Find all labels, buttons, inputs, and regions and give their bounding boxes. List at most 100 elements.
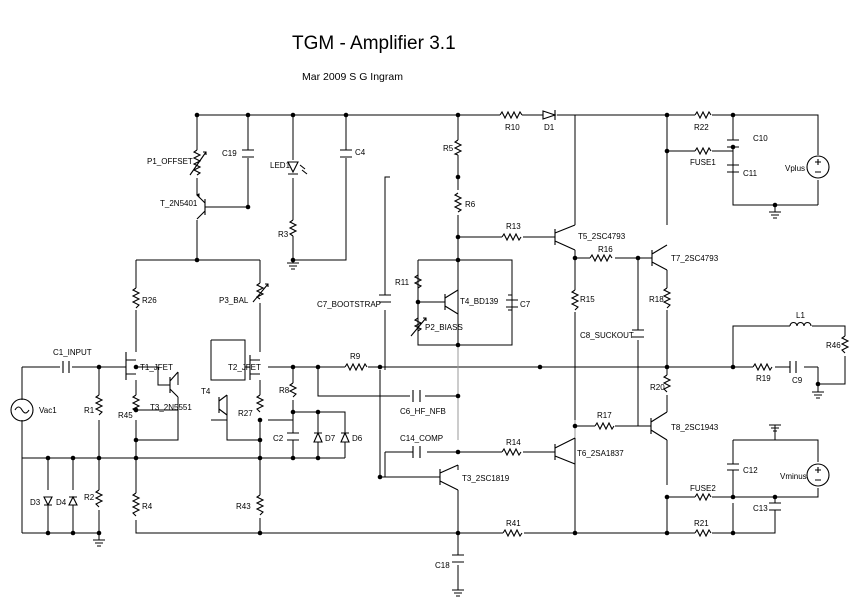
diode-d7 bbox=[313, 431, 323, 443]
diode-d4 bbox=[68, 495, 78, 506]
ground-icon bbox=[769, 211, 781, 219]
capacitor-c12 bbox=[727, 463, 739, 471]
capacitor-c9 bbox=[789, 361, 797, 373]
label-c13: C13 bbox=[753, 504, 768, 513]
label-c19: C19 bbox=[222, 149, 237, 158]
label-r22: R22 bbox=[694, 123, 709, 132]
capacitor-c1-input bbox=[62, 361, 70, 373]
label-t2-jfet: T2_JFET bbox=[228, 363, 261, 372]
label-vminus: Vminus bbox=[780, 472, 807, 481]
label-t6: T6_2SA1837 bbox=[577, 449, 624, 458]
transistor-t3-2n5551 bbox=[169, 371, 179, 398]
resistor-r3 bbox=[288, 219, 298, 237]
diode-d3 bbox=[43, 496, 53, 507]
label-vplus: Vplus bbox=[785, 164, 805, 173]
label-d6: D6 bbox=[352, 434, 363, 443]
resistor-r10 bbox=[499, 110, 523, 120]
voltage-sources bbox=[10, 155, 830, 487]
resistor-r4 bbox=[131, 492, 141, 517]
label-t-2n5401: T_2N5401 bbox=[160, 199, 198, 208]
source-vplus bbox=[806, 155, 830, 179]
capacitor-c2 bbox=[287, 432, 299, 441]
label-c14-comp: C14_COMP bbox=[400, 434, 443, 443]
label-t1-jfet: T1_JFET bbox=[140, 363, 173, 372]
resistor-r16 bbox=[589, 253, 613, 263]
resistor-r18 bbox=[662, 287, 672, 309]
label-r6: R6 bbox=[465, 200, 476, 209]
transistor-t6 bbox=[554, 437, 576, 465]
diode-led1 bbox=[287, 161, 308, 175]
capacitor-c14-comp bbox=[412, 446, 421, 458]
label-t3-2sc1819: T3_2SC1819 bbox=[462, 474, 510, 483]
label-led1: LED1 bbox=[270, 161, 291, 170]
label-d1: D1 bbox=[544, 123, 555, 132]
resistor-r1 bbox=[94, 394, 104, 416]
resistor-r21 bbox=[694, 528, 712, 538]
label-r3: R3 bbox=[278, 230, 289, 239]
label-r15: R15 bbox=[580, 295, 595, 304]
label-c4: C4 bbox=[355, 148, 366, 157]
label-c12: C12 bbox=[743, 466, 758, 475]
capacitor-c13 bbox=[769, 502, 781, 511]
transistor-t-2n5401 bbox=[196, 193, 206, 220]
source-vminus bbox=[806, 463, 830, 487]
label-c1-input: C1_INPUT bbox=[53, 348, 92, 357]
label-r14: R14 bbox=[506, 438, 521, 447]
capacitor-c6-hf-nfb bbox=[412, 390, 421, 402]
label-r13: R13 bbox=[506, 222, 521, 231]
transistor-t8 bbox=[650, 411, 668, 441]
label-r9: R9 bbox=[350, 352, 361, 361]
label-d7: D7 bbox=[325, 434, 336, 443]
label-c7-bootstrap: C7_BOOTSTRAP bbox=[317, 300, 381, 309]
label-r10: R10 bbox=[505, 123, 520, 132]
pot-p1-offset bbox=[189, 149, 207, 176]
fuse1 bbox=[694, 146, 712, 156]
transistor-t5 bbox=[554, 224, 576, 251]
source-vac1 bbox=[10, 398, 34, 422]
capacitor-c4 bbox=[340, 149, 352, 158]
label-r43: R43 bbox=[236, 502, 251, 511]
label-c6-hf-nfb: C6_HF_NFB bbox=[400, 407, 446, 416]
resistor-r17 bbox=[594, 421, 615, 431]
resistor-r6 bbox=[453, 192, 463, 213]
label-r11: R11 bbox=[395, 278, 410, 287]
resistor-r9 bbox=[344, 362, 368, 372]
transistor-t1-jfet bbox=[125, 352, 136, 380]
resistor-r19 bbox=[752, 362, 773, 372]
label-r2: R2 bbox=[84, 493, 95, 502]
label-r18: R18 bbox=[649, 295, 664, 304]
label-p2-biass: P2_BIASS bbox=[425, 323, 463, 332]
resistor-r26 bbox=[131, 287, 141, 309]
resistor-r14 bbox=[501, 447, 522, 457]
label-c8-suckout: C8_SUCKOUT bbox=[580, 331, 634, 340]
diode-d6 bbox=[340, 431, 350, 443]
label-c10: C10 bbox=[753, 134, 768, 143]
label-t4: T4_BD139 bbox=[460, 297, 499, 306]
transistor-t4 bbox=[444, 289, 459, 315]
transistor-t3-2sc1819 bbox=[439, 464, 459, 491]
ground-symbols bbox=[93, 211, 824, 597]
fuse2 bbox=[694, 492, 712, 502]
label-c18: C18 bbox=[435, 561, 450, 570]
label-fuse2: FUSE2 bbox=[690, 484, 716, 493]
capacitor-c11 bbox=[727, 164, 739, 173]
pot-p2-biass bbox=[410, 317, 427, 337]
capacitor-c18 bbox=[452, 554, 464, 563]
capacitor-c19 bbox=[242, 149, 254, 158]
inductor-l1 bbox=[789, 321, 812, 327]
resistor-r22 bbox=[694, 110, 712, 120]
label-vac1: Vac1 bbox=[39, 406, 57, 415]
label-c2: C2 bbox=[273, 434, 284, 443]
label-c11: C11 bbox=[743, 169, 758, 178]
label-c9: C9 bbox=[792, 376, 803, 385]
diode-d1 bbox=[542, 110, 557, 120]
resistor-r46 bbox=[840, 335, 850, 354]
label-d4: D4 bbox=[56, 498, 67, 507]
label-fuse1: FUSE1 bbox=[690, 158, 716, 167]
label-r20: R20 bbox=[650, 383, 665, 392]
wires bbox=[21, 114, 846, 590]
label-t8: T8_2SC1943 bbox=[671, 423, 719, 432]
potentiometers bbox=[189, 149, 427, 337]
resistors bbox=[94, 110, 850, 538]
